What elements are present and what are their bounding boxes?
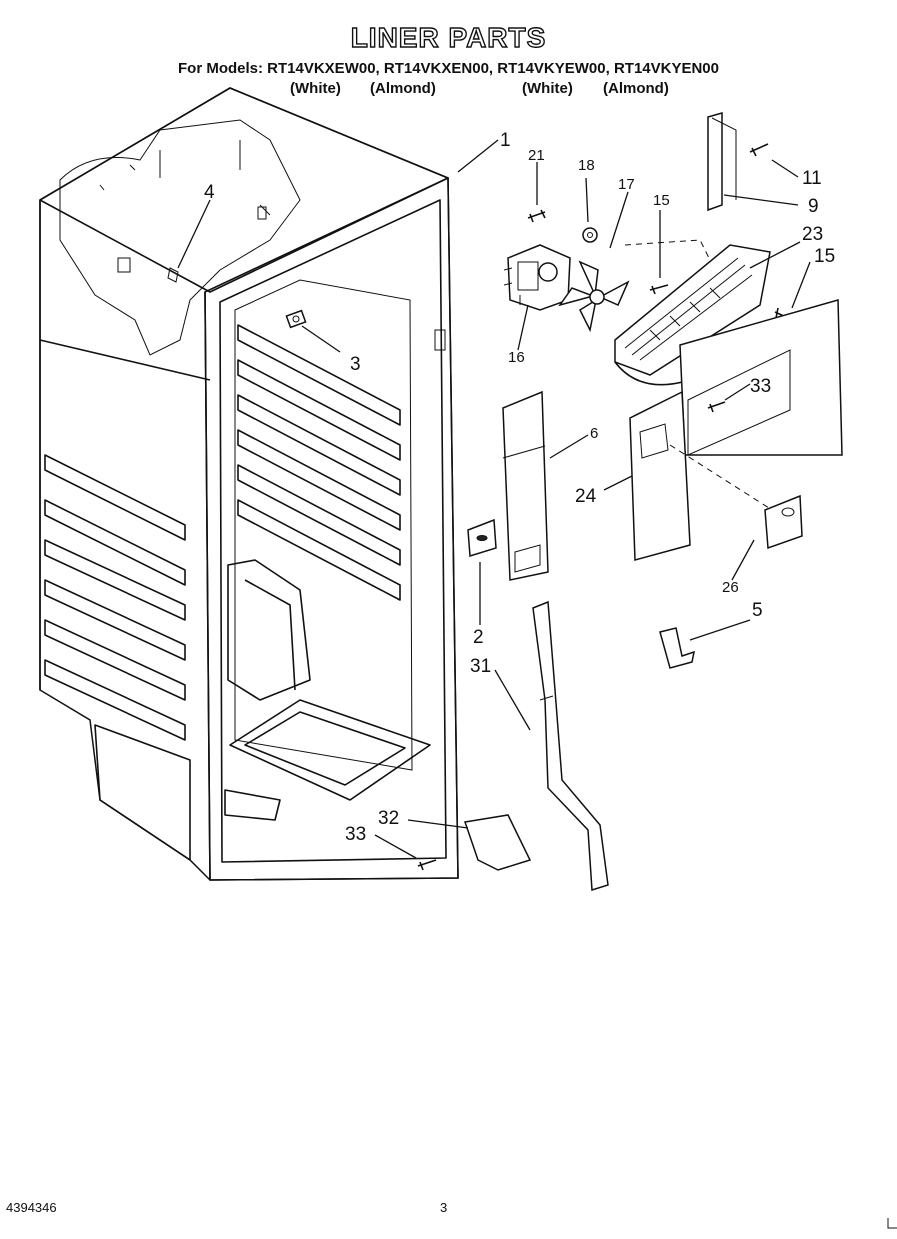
part-9-tube	[707, 112, 723, 212]
callout-23: 23	[802, 224, 823, 245]
part-23-grille	[614, 244, 771, 386]
color-label-white-1: (White)	[290, 80, 341, 97]
callout-18: 18	[578, 157, 595, 174]
callout-3: 3	[350, 354, 361, 375]
part-3-socket	[285, 309, 307, 329]
callout-11: 11	[802, 168, 822, 189]
callout-16: 16	[508, 349, 525, 366]
part-32-cover	[464, 814, 532, 871]
callout-31: 31	[470, 656, 491, 677]
part-31-tube	[532, 600, 609, 891]
callout-15-lower: 15	[814, 246, 835, 267]
part-2-label	[467, 518, 497, 557]
callout-21: 21	[528, 147, 545, 164]
color-label-white-2: (White)	[522, 80, 573, 97]
part-33-screw-lower	[417, 859, 437, 871]
callout-26: 26	[722, 579, 739, 596]
corner-mark	[887, 1218, 897, 1229]
color-label-almond-2: (Almond)	[603, 80, 669, 97]
callout-32: 32	[378, 808, 399, 829]
color-label-almond-1: (Almond)	[370, 80, 436, 97]
part-18-grommet	[582, 227, 598, 243]
callout-33-upper: 33	[750, 376, 771, 397]
callout-17: 17	[618, 176, 635, 193]
part-5-bracket	[659, 627, 695, 669]
callout-4: 4	[204, 182, 215, 203]
leader-lines	[177, 139, 811, 859]
callout-15-upper: 15	[653, 192, 670, 209]
part-21-screw	[527, 209, 546, 223]
part-15-screw-upper	[649, 284, 669, 295]
callout-24: 24	[575, 486, 597, 507]
part-6-duct	[502, 390, 549, 581]
part-16-fan-motor	[503, 244, 571, 311]
page-title: LINER PARTS	[350, 21, 547, 53]
callout-5: 5	[752, 600, 763, 621]
part-24-panel	[629, 390, 691, 561]
callout-9: 9	[808, 196, 819, 217]
callout-6: 6	[590, 425, 598, 442]
callout-33-lower: 33	[345, 824, 366, 845]
doc-number: 4394346	[6, 1200, 57, 1215]
part-11-screw	[749, 143, 769, 157]
part-26-pad	[764, 494, 803, 550]
page-number: 3	[440, 1200, 448, 1215]
callout-1: 1	[500, 130, 511, 151]
callout-labels: 1 21 18 17 15 11 9 23 15 4 3 16 33 6 24 …	[204, 130, 835, 845]
models-line: For Models: RT14VKXEW00, RT14VKXEN00, RT…	[178, 60, 719, 77]
liner-cabinet	[39, 87, 459, 881]
part-4-clip	[167, 267, 179, 283]
callout-2: 2	[473, 627, 484, 648]
part-17-fan-blade	[558, 260, 630, 333]
